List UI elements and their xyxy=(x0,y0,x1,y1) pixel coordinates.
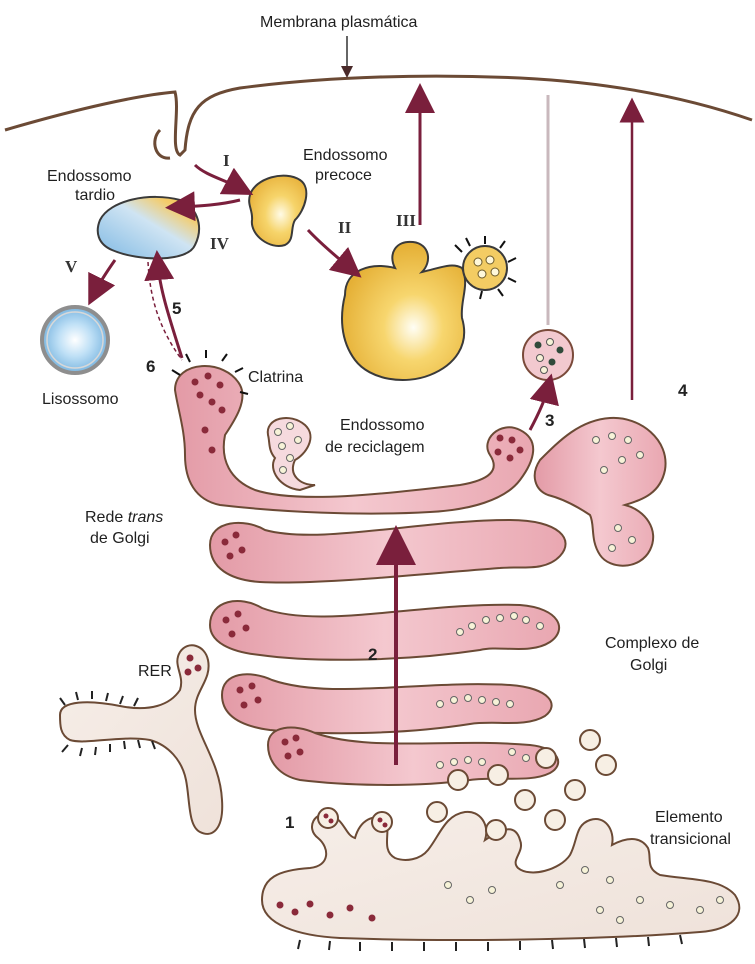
late-endosome-label-line2: tardio xyxy=(75,187,115,204)
secretory-vesicle xyxy=(523,330,573,380)
golgi-complex-label-line2: Golgi xyxy=(630,657,667,674)
recycling-endosome-label-line1: Endossomo xyxy=(340,417,425,434)
recycling-endosome xyxy=(342,236,516,380)
recycling-endosome-label-line2: de reciclagem xyxy=(325,439,425,456)
pathway-label-1: 1 xyxy=(285,813,294,832)
pathway-label-ii: II xyxy=(338,218,352,237)
pathway-label-i: I xyxy=(223,151,230,170)
late-endosome-label-line1: Endossomo xyxy=(47,168,132,185)
pathway-label-4: 4 xyxy=(678,381,688,400)
lysosome-label: Lisossomo xyxy=(42,391,119,408)
pathway-label-iv: IV xyxy=(210,234,230,253)
early-endosome-label-line2: precoce xyxy=(315,167,372,184)
pathway-label-6: 6 xyxy=(146,357,155,376)
pathway-label-3: 3 xyxy=(545,411,554,430)
golgi-cisternae xyxy=(210,520,566,785)
pathway-label-iii: III xyxy=(396,211,416,230)
early-endosome-label-line1: Endossomo xyxy=(303,147,388,164)
trans-golgi-label-line1: Rede trans xyxy=(85,509,163,526)
trans-golgi-label-line2: de Golgi xyxy=(90,530,150,547)
plasma-membrane xyxy=(5,76,752,158)
golgi-complex-label-line1: Complexo de xyxy=(605,635,699,652)
rer-label: RER xyxy=(138,663,172,680)
clathrin-label: Clatrina xyxy=(248,369,303,386)
early-endosome xyxy=(249,176,306,246)
transitional-element-label-line2: transicional xyxy=(650,831,731,848)
pathway-label-5: 5 xyxy=(172,299,181,318)
plasma-membrane-label: Membrana plasmática xyxy=(260,14,418,31)
pathway-label-v: V xyxy=(65,257,78,276)
pathway-label-2: 2 xyxy=(368,645,377,664)
transitional-element-label-line1: Elemento xyxy=(655,809,723,826)
lysosome xyxy=(42,307,108,373)
